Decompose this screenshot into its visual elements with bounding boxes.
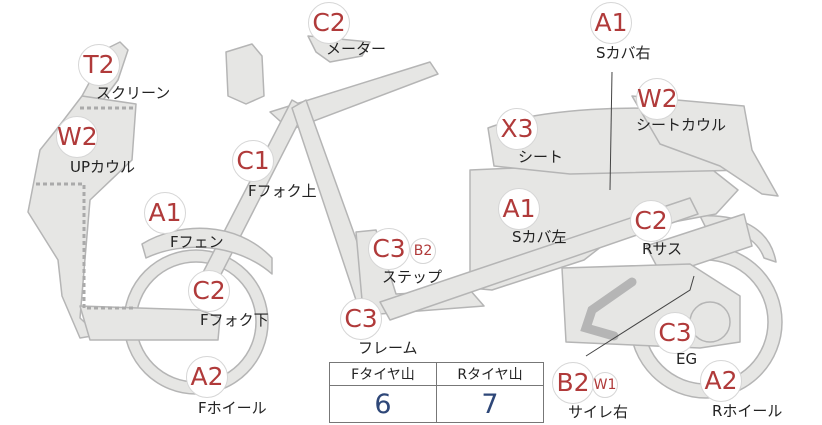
seat-cowl-label: シートカウル [636, 116, 727, 134]
cover-right-label: Sカバ右 [596, 44, 651, 62]
f-wheel-label: Fホイール [198, 399, 267, 417]
step-grade-badge: C3 [368, 228, 410, 270]
muffler-subgrade-badge: W1 [592, 372, 618, 398]
headlight-shape [225, 43, 265, 105]
r-wheel-label: Rホイール [712, 402, 783, 420]
up-cowl-grade-badge: W2 [56, 116, 98, 158]
r-sus-label: Rサス [642, 240, 683, 258]
cowl-seam-line [36, 182, 134, 310]
r-sus-grade-badge: C2 [630, 200, 672, 242]
muffler-grade-badge: B2 [552, 362, 594, 404]
fork-up-grade-badge: C1 [232, 140, 274, 182]
fork-up-label: Fフォク上 [248, 182, 317, 200]
front-apron-shape [79, 305, 221, 341]
meter-grade-badge: C2 [308, 2, 350, 44]
step-subgrade-badge: B2 [410, 238, 436, 264]
fork-low-grade-badge: C2 [188, 270, 230, 312]
fender-grade-badge: A1 [144, 192, 186, 234]
front-fender-shape [141, 227, 273, 275]
meter-label: メーター [326, 40, 387, 58]
engine-hub-shape [689, 301, 731, 343]
seat-label: シート [518, 148, 564, 166]
up-cowl-label: UPカウル [70, 158, 136, 176]
screen-grade-badge: T2 [78, 44, 120, 86]
cover-left-label: Sカバ左 [512, 228, 567, 246]
tire-tread-table: Fタイヤ山 Rタイヤ山 6 7 [329, 362, 544, 423]
front-tread-value: 6 [329, 385, 437, 423]
seat-cowl-grade-badge: W2 [636, 78, 678, 120]
seat-cowl-shape [631, 95, 779, 197]
front-tread-header: Fタイヤ山 [329, 362, 437, 386]
up-cowl-shape [27, 95, 137, 339]
cover-right-grade-badge: A1 [590, 2, 632, 44]
cover-left-grade-badge: A1 [498, 188, 540, 230]
seat-grade-badge: X3 [496, 108, 538, 150]
engine-label: EG [676, 350, 698, 368]
frame-label: フレーム [358, 339, 418, 357]
muffler-label: サイレ右 [568, 403, 629, 421]
f-wheel-grade-badge: A2 [186, 356, 228, 398]
screen-label: スクリーン [96, 84, 171, 102]
engine-grade-badge: C3 [654, 312, 696, 354]
frame-grade-badge: C3 [340, 298, 382, 340]
rear-swingarm-shape [379, 197, 699, 321]
muffler-leader [585, 275, 695, 357]
rear-tread-header: Rタイヤ山 [436, 362, 544, 386]
step-label: ステップ [382, 268, 443, 286]
cover-right-leader [609, 71, 613, 191]
fender-label: Fフェン [170, 233, 224, 251]
muffler-pipe-shape [580, 277, 637, 341]
fork-low-label: Fフォク下 [200, 311, 269, 329]
rear-tread-value: 7 [436, 385, 544, 423]
r-wheel-grade-badge: A2 [700, 360, 742, 402]
